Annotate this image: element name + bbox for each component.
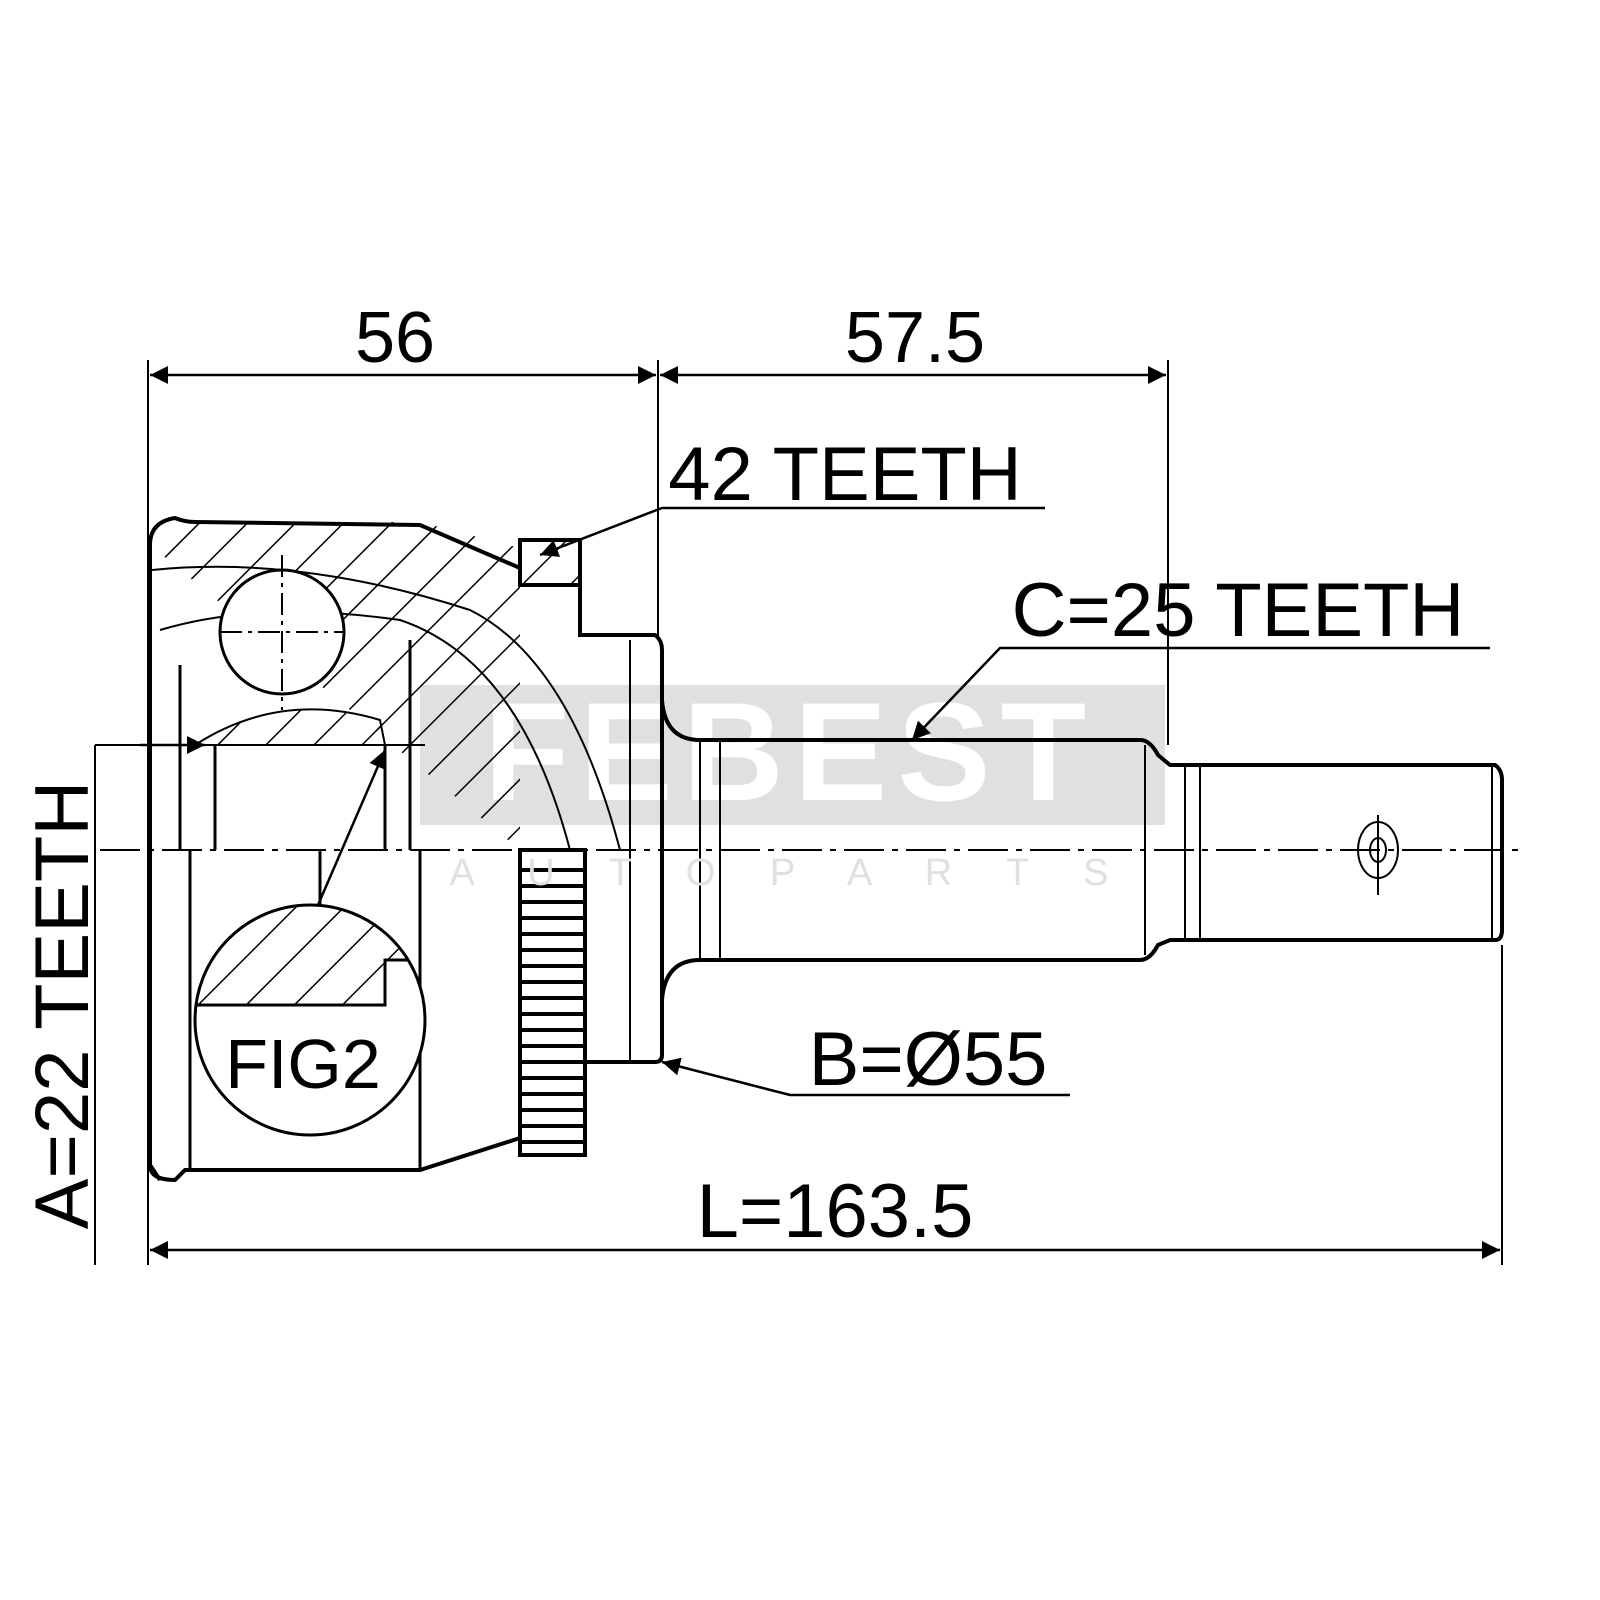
dim-56-label: 56	[355, 298, 435, 378]
dim-57-5-label: 57.5	[845, 298, 985, 378]
fig2-label: FIG2	[225, 1025, 381, 1103]
fig2-detail: FIG2	[193, 903, 427, 1137]
label-c-25-teeth: C=25 TEETH	[1012, 568, 1465, 653]
watermark-tagline: A U T O P A R T S	[450, 852, 1131, 894]
leader-b55	[661, 1057, 1070, 1097]
abs-ring-teeth	[520, 868, 585, 1144]
center-hole-icon	[1357, 815, 1399, 895]
leader-fig2	[316, 749, 387, 906]
outer-shaft	[660, 699, 1504, 1001]
label-b-55: B=Ø55	[809, 1017, 1048, 1102]
label-a-22-teeth: A=22 TEETH	[20, 781, 105, 1229]
label-42-teeth: 42 TEETH	[668, 432, 1021, 517]
leader-42-teeth	[539, 506, 1045, 557]
leader-25-teeth	[911, 646, 1490, 741]
watermark-logo: FEBEST	[420, 673, 1165, 830]
label-total-length: L=163.5	[697, 1169, 974, 1254]
watermark-brand: FEBEST	[484, 673, 1096, 830]
